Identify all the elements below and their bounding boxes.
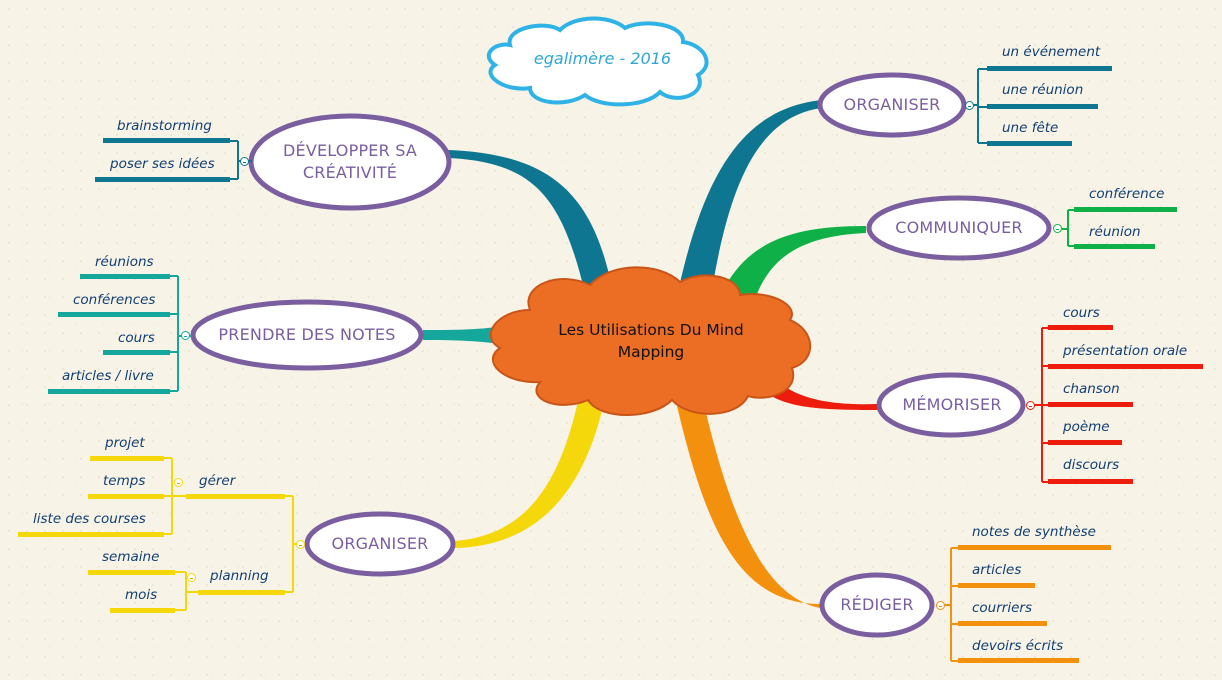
underlines-communiquer: [1074, 207, 1177, 249]
branch-memoriser: [768, 378, 878, 410]
collapse-toggle-icon[interactable]: [174, 478, 183, 487]
title-cloud-shape: [486, 16, 709, 107]
leaf-discours[interactable]: discours: [1063, 457, 1120, 473]
topic-prendre-notes-ellipse: [190, 299, 424, 371]
underlines-developper: [95, 138, 230, 182]
topic-memoriser[interactable]: MÉMORISER: [902, 395, 1002, 414]
leaves-rediger: [945, 547, 960, 662]
leaf-notes-de-synthese[interactable]: notes de synthèse: [972, 524, 1096, 540]
central-topic[interactable]: Les Utilisations Du Mind Mapping: [520, 316, 782, 366]
central-topic-line1: Les Utilisations Du Mind: [558, 321, 744, 339]
topic-rediger-ellipse: [819, 572, 935, 638]
leaf-temps[interactable]: temps: [103, 473, 146, 489]
leaf-liste-des-courses[interactable]: liste des courses: [33, 511, 146, 527]
leaf-courriers[interactable]: courriers: [972, 600, 1032, 616]
topic-rediger[interactable]: RÉDIGER: [840, 595, 914, 614]
central-cloud-shape: [489, 266, 812, 416]
leaf-semaine[interactable]: semaine: [102, 549, 160, 565]
branch-organiser-right: [680, 100, 822, 290]
collapse-toggle-icon[interactable]: [187, 573, 196, 582]
topic-communiquer-ellipse: [866, 195, 1052, 261]
leaf-poeme[interactable]: poème: [1063, 419, 1110, 435]
leaf-gerer[interactable]: gérer: [199, 473, 236, 489]
branch-rediger: [676, 396, 820, 608]
leaf-cours-notes[interactable]: cours: [118, 330, 155, 346]
leaf-devoirs-ecrits[interactable]: devoirs écrits: [972, 638, 1064, 654]
leaf-planning[interactable]: planning: [210, 568, 269, 584]
leaf-mois[interactable]: mois: [125, 587, 158, 603]
leaf-une-reunion[interactable]: une réunion: [1002, 82, 1084, 98]
leaves-communiquer: [1062, 209, 1075, 247]
leaf-projet[interactable]: projet: [105, 435, 145, 451]
central-topic-line2: Mapping: [617, 343, 685, 361]
collapse-toggle-icon[interactable]: [1053, 224, 1062, 233]
branch-communiquer: [722, 226, 866, 299]
underlines-organiser-left: [18, 456, 285, 613]
leaf-une-fete[interactable]: une fête: [1002, 120, 1059, 136]
topic-memoriser-ellipse: [876, 372, 1026, 438]
topic-prendre-notes[interactable]: PRENDRE DES NOTES: [218, 325, 396, 344]
leaves-memoriser: [1035, 327, 1050, 483]
collapse-toggle-icon[interactable]: [965, 101, 974, 110]
leaf-reunion[interactable]: réunion: [1089, 224, 1141, 240]
leaf-poser-ses-idees[interactable]: poser ses idées: [110, 156, 215, 172]
topic-developper-line2: CRÉATIVITÉ: [302, 163, 398, 182]
branch-organiser-left: [455, 392, 604, 548]
underlines-rediger: [958, 545, 1111, 663]
collapse-toggle-icon[interactable]: [296, 540, 305, 549]
collapse-toggle-icon[interactable]: [240, 157, 249, 166]
topic-organiser-left-ellipse: [304, 511, 456, 577]
topic-communiquer[interactable]: COMMUNIQUER: [895, 218, 1023, 237]
topic-developper[interactable]: DÉVELOPPER SA CRÉATIVITÉ: [258, 136, 442, 188]
leaf-brainstorming[interactable]: brainstorming: [117, 118, 212, 134]
collapse-toggle-icon[interactable]: [1026, 401, 1035, 410]
leaf-presentation-orale[interactable]: présentation orale: [1063, 343, 1188, 359]
topic-developper-line1: DÉVELOPPER SA: [282, 141, 418, 160]
topic-organiser-left[interactable]: ORGANISER: [331, 534, 429, 553]
collapse-toggle-icon[interactable]: [936, 601, 945, 610]
topic-organiser-right-ellipse: [817, 72, 967, 138]
leaf-cours[interactable]: cours: [1063, 305, 1100, 321]
map-title: egalimère - 2016: [533, 48, 672, 68]
leaf-conferences[interactable]: conférences: [73, 292, 156, 308]
leaf-chanson[interactable]: chanson: [1063, 381, 1120, 397]
underlines-organiser-right: [987, 66, 1112, 146]
underlines-prendre-notes: [48, 274, 170, 394]
topic-organiser-right[interactable]: ORGANISER: [843, 95, 941, 114]
leaf-articles-livre[interactable]: articles / livre: [62, 368, 154, 384]
collapse-toggle-icon[interactable]: [181, 331, 190, 340]
underlines-memoriser: [1048, 325, 1203, 484]
leaf-conference[interactable]: conférence: [1089, 186, 1165, 202]
leaf-un-evenement[interactable]: un événement: [1002, 44, 1101, 60]
leaf-articles[interactable]: articles: [972, 562, 1022, 578]
leaf-reunions[interactable]: réunions: [95, 254, 154, 270]
